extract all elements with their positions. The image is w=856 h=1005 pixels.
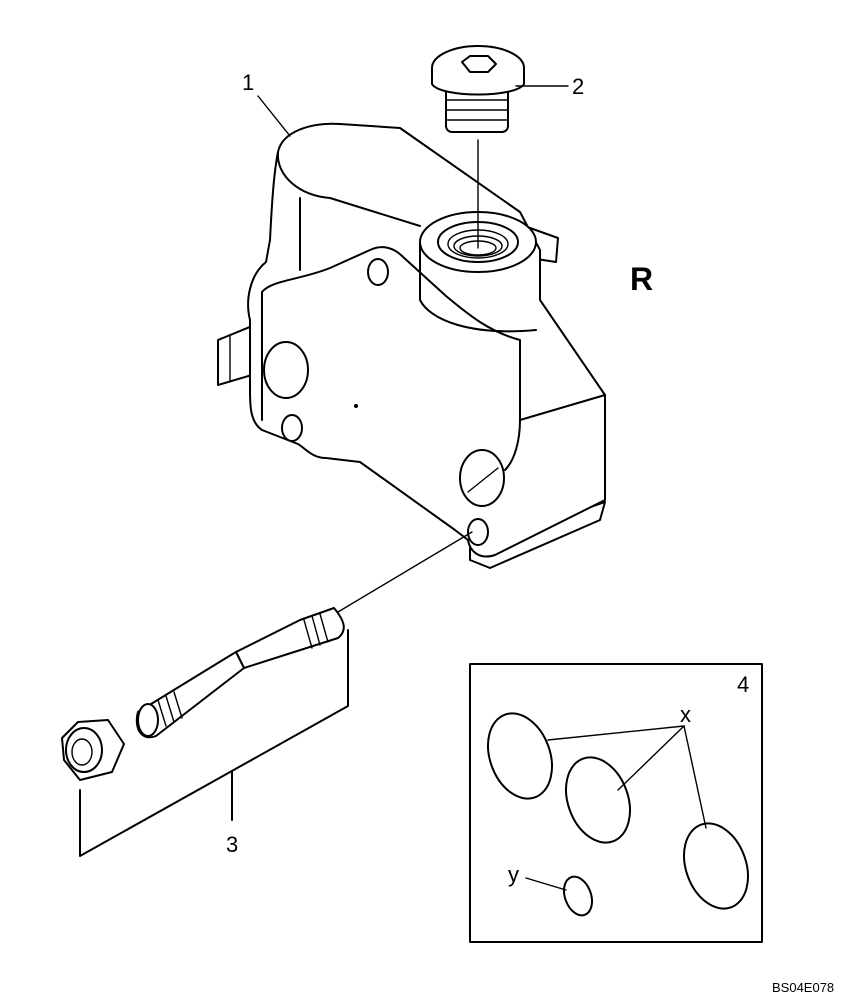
seal-y-label: y [508, 862, 519, 887]
side-marker: R [630, 261, 653, 297]
hex-socket-plug [431, 45, 525, 249]
stud-bolt [135, 531, 473, 739]
o-ring-x [565, 756, 631, 844]
valve-housing [217, 122, 606, 569]
callout-1: 1 [242, 70, 254, 95]
callout-4: 4 [737, 672, 749, 697]
bolt-hole [367, 258, 389, 286]
bolt-hole [281, 414, 303, 442]
hex-nut [61, 719, 125, 781]
port-hole [263, 341, 309, 399]
port-hole [459, 449, 505, 507]
o-ring-x [487, 712, 553, 800]
callout-3: 3 [226, 832, 238, 857]
callout-2: 2 [572, 74, 584, 99]
o-ring-x [683, 822, 749, 910]
seal-x-label: x [680, 702, 691, 727]
bolt-hole [467, 518, 489, 546]
seal-kit-box [469, 663, 763, 943]
o-ring-y [562, 875, 594, 917]
drawing-code: BS04E078 [772, 980, 834, 995]
